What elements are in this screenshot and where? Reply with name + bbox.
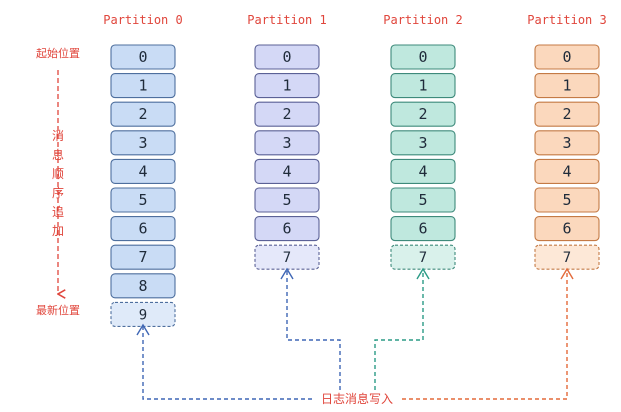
message-offset: 3 (562, 134, 571, 152)
message-box (254, 44, 320, 70)
message-offset: 4 (282, 162, 291, 180)
message-offset: 6 (282, 220, 291, 238)
partitions: Partition 0 0 1 2 3 4 5 6 7 8 9 Partition 1 0 1 2 3 4 5 6 7… (103, 13, 607, 327)
message-box (110, 101, 176, 127)
order-char-bg (50, 203, 66, 220)
message-box (254, 101, 320, 127)
message-offset: 4 (562, 162, 571, 180)
message-offset: 3 (138, 134, 147, 152)
write-arrow-partition-1 (286, 271, 341, 390)
partition-title: Partition 0 (103, 13, 182, 27)
order-char-bg (50, 165, 66, 182)
log-write-label: 日志消息写入 (321, 391, 393, 406)
message-offset: 4 (418, 162, 427, 180)
message-box (390, 73, 456, 99)
message-box (534, 216, 600, 242)
partition-1: Partition 1 0 1 2 3 4 5 6 7 (247, 13, 327, 270)
message-box (390, 130, 456, 156)
message-offset: 2 (282, 105, 291, 123)
partition-3: Partition 3 0 1 2 3 4 5 6 7 (527, 13, 607, 270)
message-box (110, 73, 176, 99)
start-position-label: 起始位置 (36, 46, 80, 60)
message-offset: 2 (418, 105, 427, 123)
message-box (390, 216, 456, 242)
message-offset: 0 (138, 48, 147, 66)
partition-0: Partition 0 0 1 2 3 4 5 6 7 8 9 (103, 13, 183, 327)
arrowhead-partition-2 (416, 267, 430, 280)
message-box (534, 73, 600, 99)
partition-2: Partition 2 0 1 2 3 4 5 6 7 (383, 13, 463, 270)
message-box (110, 187, 176, 213)
message-box (390, 44, 456, 70)
write-arrows: 日志消息写入 (136, 267, 574, 406)
message-box (110, 158, 176, 184)
latest-position-label: 最新位置 (36, 303, 80, 317)
message-offset: 1 (282, 77, 291, 95)
message-box (110, 216, 176, 242)
message-offset: 2 (562, 105, 571, 123)
message-box (254, 158, 320, 184)
next-message-offset: 7 (283, 250, 291, 266)
message-offset: 6 (418, 220, 427, 238)
message-offset: 5 (282, 191, 291, 209)
message-offset: 0 (418, 48, 427, 66)
partition-title: Partition 1 (247, 13, 326, 27)
message-offset: 4 (138, 162, 147, 180)
message-box (390, 101, 456, 127)
partition-title: Partition 2 (383, 13, 462, 27)
write-arrow-partition-2 (374, 271, 424, 390)
next-message-offset: 9 (139, 307, 147, 323)
message-offset: 0 (282, 48, 291, 66)
message-offset: 5 (138, 191, 147, 209)
message-box (110, 44, 176, 70)
message-offset: 5 (562, 191, 571, 209)
message-offset: 6 (138, 220, 147, 238)
message-offset: 1 (418, 77, 427, 95)
next-message-offset: 7 (563, 250, 571, 266)
message-box (110, 244, 176, 270)
message-box (110, 130, 176, 156)
message-box (534, 187, 600, 213)
message-box (534, 44, 600, 70)
partition-title: Partition 3 (527, 13, 606, 27)
write-arrow-partition-3 (402, 271, 568, 400)
message-box (534, 130, 600, 156)
message-offset: 5 (418, 191, 427, 209)
message-offset: 2 (138, 105, 147, 123)
message-box (254, 187, 320, 213)
message-box (534, 101, 600, 127)
message-offset: 7 (138, 248, 147, 266)
message-offset: 1 (138, 77, 147, 95)
message-box (254, 130, 320, 156)
message-offset: 3 (282, 134, 291, 152)
message-offset: 8 (138, 277, 147, 295)
order-char: 追 (52, 204, 64, 219)
message-offset: 3 (418, 134, 427, 152)
message-offset: 0 (562, 48, 571, 66)
message-offset: 6 (562, 220, 571, 238)
message-box (390, 187, 456, 213)
arrowhead-partition-0 (136, 323, 150, 336)
write-arrow-partition-0 (142, 327, 312, 400)
next-message-slot (110, 301, 176, 327)
message-box (254, 216, 320, 242)
message-box (110, 273, 176, 299)
arrowhead-partition-1 (280, 267, 294, 280)
message-box (390, 158, 456, 184)
message-box (534, 158, 600, 184)
message-box (254, 73, 320, 99)
next-message-offset: 7 (419, 250, 427, 266)
message-offset: 1 (562, 77, 571, 95)
arrowhead-partition-3 (560, 267, 574, 280)
